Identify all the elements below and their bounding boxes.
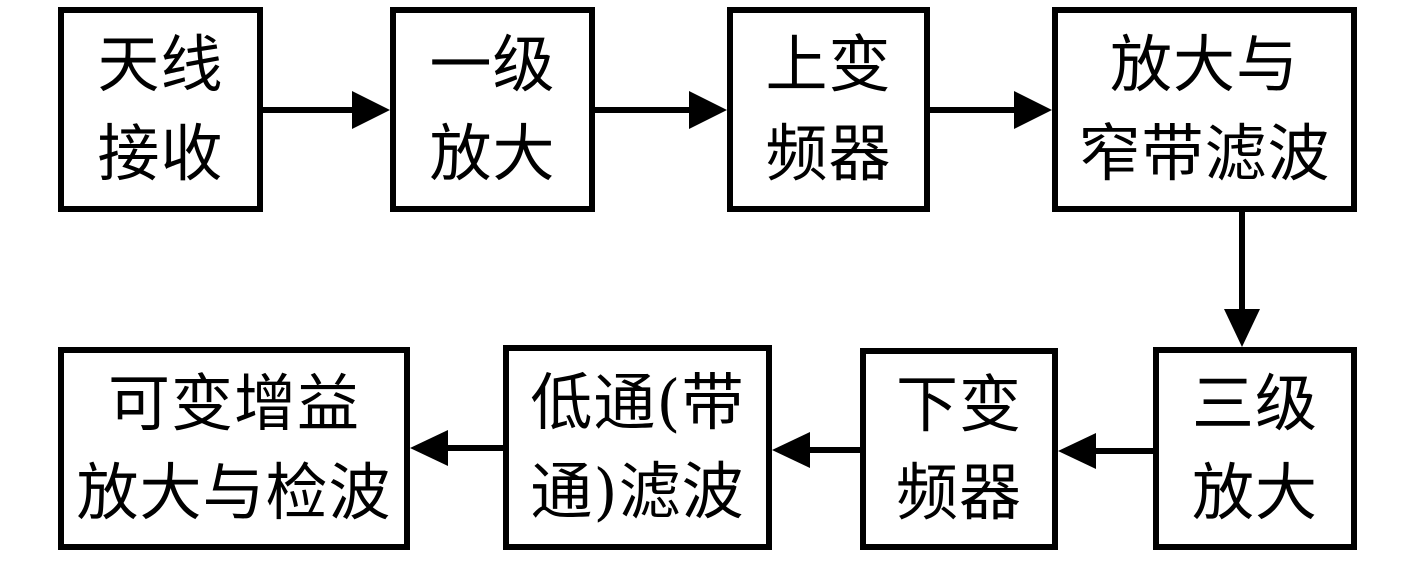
node-third-stage-amplifier-label: 三级 放大 [1191,367,1318,529]
arrow-third-stage-to-downconverter [1058,433,1153,469]
node-first-stage-amplifier-label: 一级 放大 [429,28,556,190]
arrow-lowpass-to-variable-gain [410,430,503,466]
node-variable-gain-amplify-detect: 可变增益 放大与检波 [58,347,410,550]
node-antenna-receive: 天线 接收 [58,7,263,212]
node-amplify-narrowband-filter-label: 放大与 窄带滤波 [1078,28,1331,190]
node-amplify-narrowband-filter: 放大与 窄带滤波 [1052,7,1357,212]
node-lowpass-bandpass-filter-label: 低通(带 通)滤波 [530,366,745,528]
node-up-converter: 上变 频器 [727,7,930,212]
arrow-narrowband-to-third-stage [1224,212,1260,347]
arrow-upconverter-to-narrowband [930,91,1052,129]
node-variable-gain-amplify-detect-label: 可变增益 放大与检波 [76,367,392,529]
arrow-antenna-to-first-stage [263,91,390,129]
node-down-converter: 下变 频器 [860,348,1058,550]
node-third-stage-amplifier: 三级 放大 [1153,347,1357,550]
arrow-downconverter-to-lowpass [772,432,860,468]
node-first-stage-amplifier: 一级 放大 [390,7,595,212]
node-lowpass-bandpass-filter: 低通(带 通)滤波 [503,345,772,550]
node-down-converter-label: 下变 频器 [895,367,1022,529]
node-up-converter-label: 上变 频器 [765,28,892,190]
node-antenna-receive-label: 天线 接收 [97,28,224,190]
arrow-first-stage-to-upconverter [595,91,727,129]
